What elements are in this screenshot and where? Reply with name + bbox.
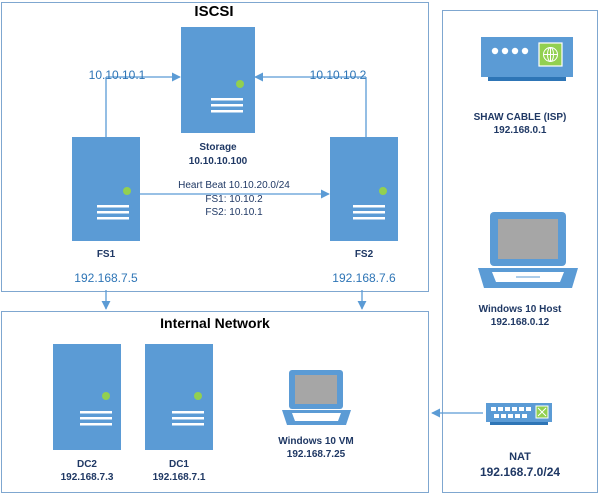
isp-name: SHAW CABLE (ISP) — [473, 112, 567, 123]
iscsi-link-right-ip: 10.10.10.2 — [309, 68, 367, 82]
modem-icon — [481, 37, 573, 81]
storage-server-icon — [181, 27, 255, 133]
dc1-server-icon — [145, 344, 213, 450]
internal-network-group-box — [1, 311, 429, 493]
fs2-ip: 192.168.7.6 — [332, 271, 396, 285]
isp-ip: 192.168.0.1 — [493, 125, 547, 136]
internal-network-title: Internal Network — [160, 315, 270, 331]
vm-ip: 192.168.7.25 — [286, 449, 346, 460]
heartbeat-fs1-ip: FS1: 10.10.2 — [205, 194, 263, 205]
external-group-box — [442, 10, 598, 493]
switch-icon — [486, 403, 552, 425]
dc2-server-icon — [53, 344, 121, 450]
heartbeat-fs2-ip: FS2: 10.10.1 — [205, 207, 263, 218]
dc2-name: DC2 — [76, 459, 98, 470]
host-laptop-icon — [478, 212, 578, 288]
nat-name: NAT — [509, 451, 531, 463]
fs1-name: FS1 — [96, 249, 116, 260]
vm-name: Windows 10 VM — [278, 436, 354, 447]
dc2-ip: 192.168.7.3 — [60, 472, 114, 483]
host-name: Windows 10 Host — [478, 304, 562, 315]
storage-ip: 10.10.10.100 — [188, 156, 248, 167]
iscsi-group-box — [1, 2, 429, 292]
vm-laptop-icon — [282, 370, 351, 425]
fs1-ip: 192.168.7.5 — [74, 271, 138, 285]
host-ip: 192.168.0.12 — [490, 317, 550, 328]
fs2-name: FS2 — [354, 249, 374, 260]
dc1-ip: 192.168.7.1 — [152, 472, 206, 483]
fs2-server-icon — [330, 137, 398, 241]
nat-ip: 192.168.7.0/24 — [479, 465, 561, 479]
heartbeat-label: Heart Beat 10.10.20.0/24 — [178, 180, 290, 191]
dc1-name: DC1 — [168, 459, 190, 470]
iscsi-link-left-ip: 10.10.10.1 — [88, 68, 146, 82]
fs1-server-icon — [72, 137, 140, 241]
iscsi-title: ISCSI — [194, 3, 234, 20]
storage-name: Storage — [199, 142, 237, 153]
